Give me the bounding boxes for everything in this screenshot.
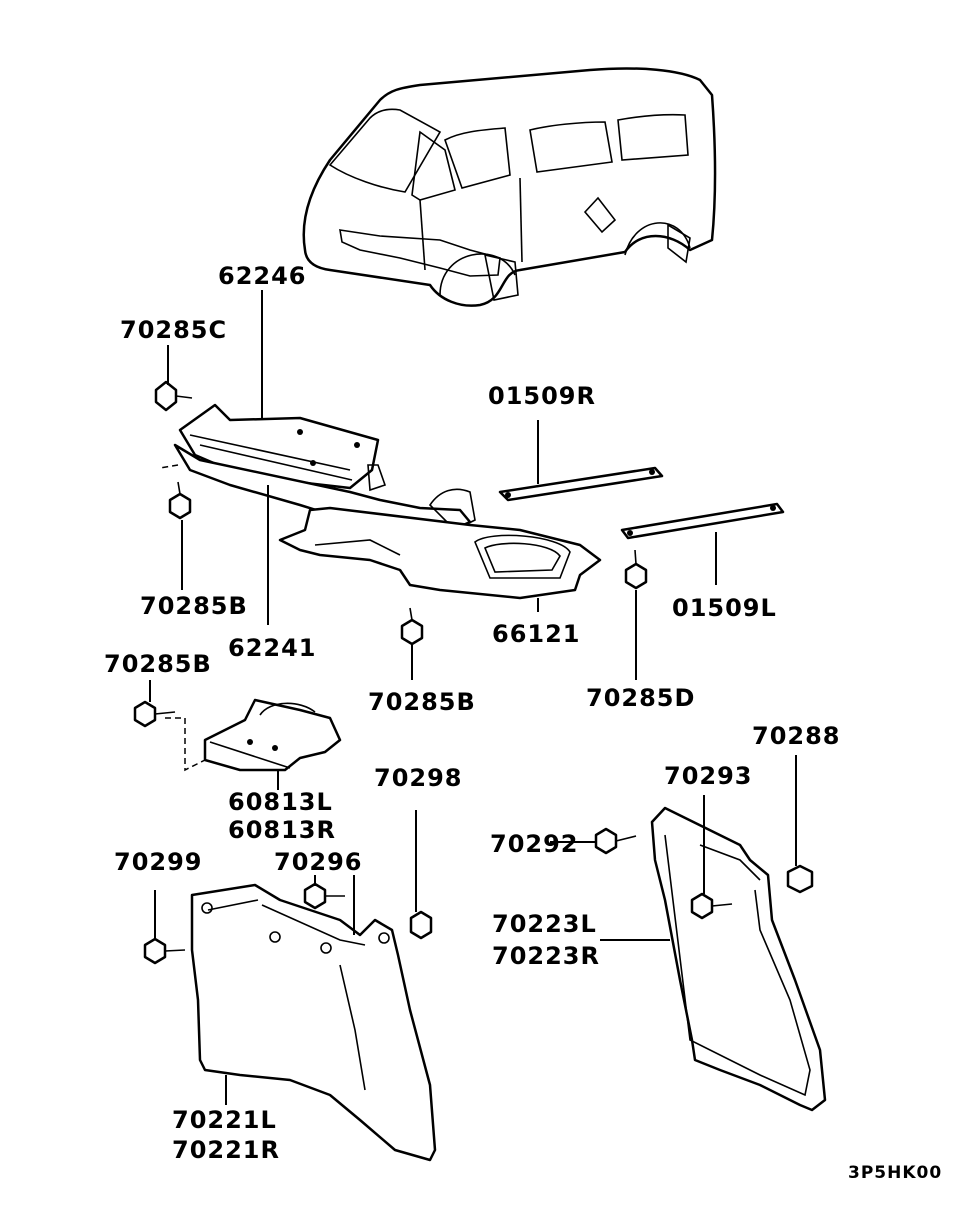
label-70292: 70292: [490, 830, 579, 858]
label-70221l: 70221L: [172, 1106, 277, 1134]
bolt-70293: [690, 892, 733, 920]
label-01509r: 01509R: [488, 382, 596, 410]
clip-70288: [786, 864, 814, 894]
label-70285c: 70285C: [120, 316, 227, 344]
label-70298: 70298: [374, 764, 463, 792]
label-70288: 70288: [752, 722, 841, 750]
bolt-70285b-left: [168, 481, 192, 520]
label-70285b-bracket: 70285B: [104, 650, 212, 678]
crossbar-01509r: [498, 466, 664, 502]
mudguard-70221: [190, 883, 437, 1162]
diagram-code: 3P5HK00: [848, 1163, 942, 1183]
label-70221r: 70221R: [172, 1136, 280, 1164]
label-70296: 70296: [274, 848, 363, 876]
label-70285b-left: 70285B: [140, 592, 248, 620]
label-70223l: 70223L: [492, 910, 597, 938]
mudflap-70223: [650, 806, 827, 1112]
bolt-70296: [303, 882, 345, 910]
van-illustration: [302, 67, 717, 307]
bolt-70285b-center: [400, 607, 424, 646]
crossbar-01509l: [620, 502, 785, 540]
bolt-70285d: [624, 549, 648, 590]
clip-70298: [409, 910, 433, 940]
label-70223r: 70223R: [492, 942, 600, 970]
label-70285d: 70285D: [586, 684, 695, 712]
label-60813r: 60813R: [228, 816, 336, 844]
label-70299: 70299: [114, 848, 203, 876]
bracket-60813: [203, 698, 342, 772]
label-62246: 62246: [218, 262, 307, 290]
bolt-70285c: [154, 380, 193, 412]
bolt-70285b-bracket: [133, 700, 176, 728]
leader-lines: [149, 290, 797, 1105]
label-60813l: 60813L: [228, 788, 333, 816]
bolt-70299: [143, 937, 186, 965]
bolt-70292: [594, 827, 637, 855]
label-01509l: 01509L: [672, 594, 777, 622]
label-70285b-center: 70285B: [368, 688, 476, 716]
undercover-assembly: [173, 403, 602, 600]
label-62241: 62241: [228, 634, 317, 662]
label-70293: 70293: [664, 762, 753, 790]
label-66121: 66121: [492, 620, 581, 648]
